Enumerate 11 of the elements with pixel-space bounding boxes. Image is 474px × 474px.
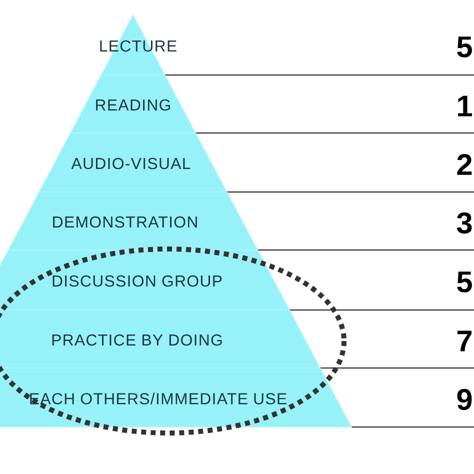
pyramid-band: EACH OTHERS/IMMEDIATE USE: [0, 368, 352, 428]
percent-digit: 9: [457, 388, 472, 410]
pyramid-band: AUDIO-VISUAL: [38, 132, 228, 192]
percent-digit: 2: [457, 154, 472, 175]
percent-digit: 7: [457, 330, 472, 352]
percent-digit: 5: [457, 36, 472, 58]
percent-digit: 3: [456, 212, 472, 234]
percent-digit: 1: [458, 96, 472, 116]
pyramid-band: PRACTICE BY DOING: [0, 310, 321, 368]
pyramid-band: DISCUSSION GROUP: [0, 250, 290, 310]
percent-digit: 5: [457, 272, 472, 292]
